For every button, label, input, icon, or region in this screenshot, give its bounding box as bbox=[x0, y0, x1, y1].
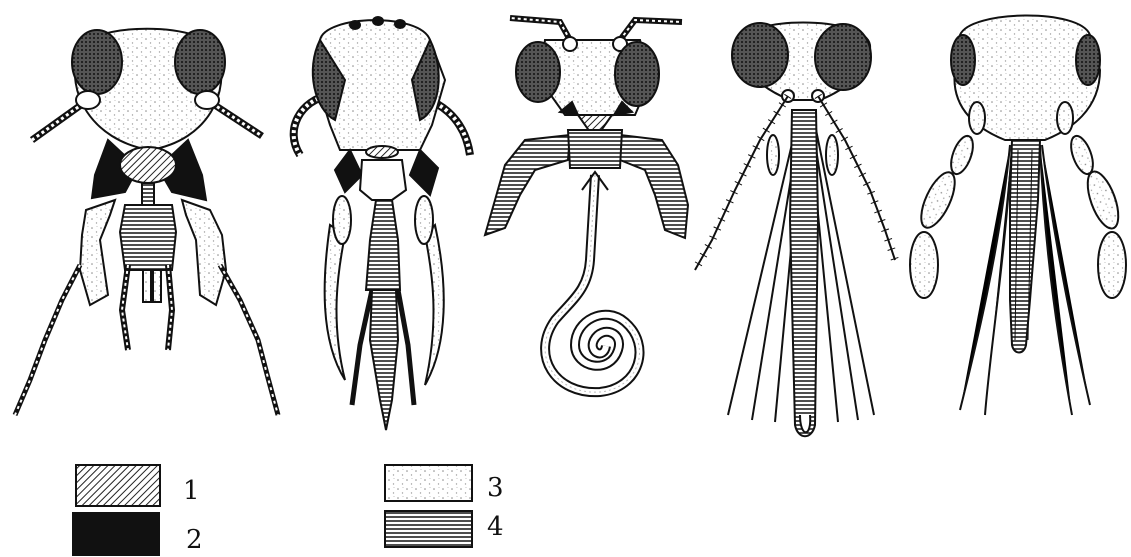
proboscis bbox=[790, 110, 818, 436]
insect-head-2 bbox=[294, 17, 470, 430]
legend-label-3: 3 bbox=[487, 475, 504, 501]
antenna-left bbox=[695, 96, 788, 270]
maxilla-right bbox=[182, 200, 226, 305]
mandible-right bbox=[410, 150, 438, 195]
eye-right bbox=[175, 30, 225, 94]
proboscis bbox=[1010, 140, 1040, 353]
antenna-right bbox=[620, 20, 682, 40]
insect-head-3 bbox=[485, 18, 688, 392]
labrum bbox=[120, 147, 176, 183]
maxillary-palp-right bbox=[220, 265, 278, 415]
maxilla-left bbox=[80, 200, 115, 305]
maxillary-palp-right bbox=[1057, 102, 1126, 298]
labial-palp-left bbox=[485, 135, 570, 235]
labium bbox=[120, 205, 176, 270]
eye-right bbox=[1076, 35, 1100, 85]
glossa bbox=[370, 290, 398, 430]
eye-left bbox=[732, 23, 788, 87]
maxilla-left bbox=[325, 225, 345, 380]
insect-head-5 bbox=[910, 15, 1126, 415]
legend-swatch-1 bbox=[76, 465, 160, 506]
maxillary-palp-left bbox=[15, 265, 80, 415]
insect-head-4 bbox=[695, 23, 895, 437]
legend-swatch-4 bbox=[385, 511, 472, 547]
legend-swatch-3 bbox=[385, 465, 472, 501]
legend-label-2: 2 bbox=[186, 527, 203, 553]
legend-label-4: 4 bbox=[487, 514, 504, 540]
eye-right bbox=[815, 24, 871, 90]
maxilla-right bbox=[425, 225, 444, 385]
labium bbox=[366, 200, 400, 290]
eye-left bbox=[72, 30, 122, 94]
labial-palp-right bbox=[620, 135, 688, 238]
eye-right bbox=[615, 42, 659, 106]
eye-left bbox=[516, 42, 560, 102]
labrum bbox=[366, 146, 398, 158]
insect-head-1 bbox=[15, 29, 278, 415]
legend bbox=[73, 465, 472, 555]
mandible-left bbox=[335, 150, 362, 192]
maxillary-palp-left bbox=[910, 102, 985, 298]
eye-left bbox=[951, 35, 975, 85]
legend-label-1: 1 bbox=[183, 478, 200, 504]
antenna-left bbox=[510, 18, 570, 40]
legend-swatch-2 bbox=[73, 513, 159, 555]
